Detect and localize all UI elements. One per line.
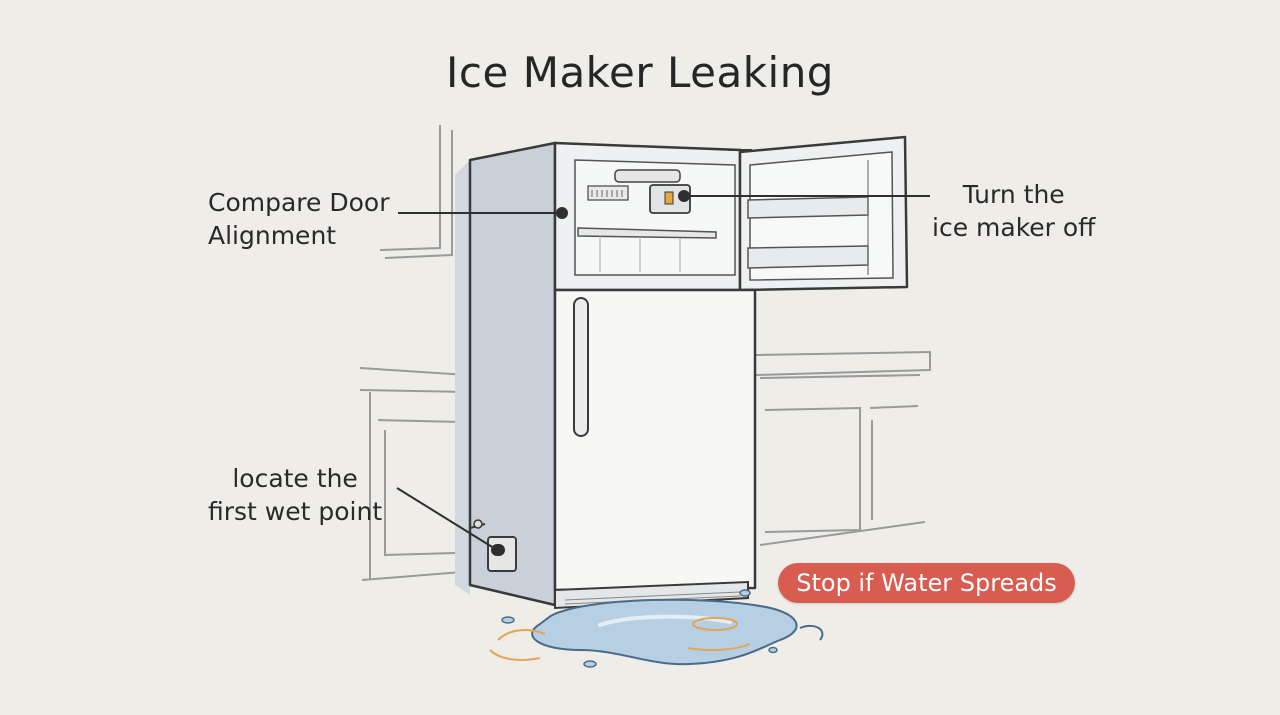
callout-leaders: [396, 195, 930, 551]
callout-wet-point: locate the first wet point: [208, 462, 382, 528]
fridge-main-door: [553, 288, 757, 592]
callout-ice-maker-off-line2: ice maker off: [932, 213, 1096, 242]
callout-wet-point-line1: locate the: [232, 464, 358, 493]
callout-door-alignment-line1: Compare Door: [208, 188, 390, 217]
freezer-shelf: [577, 227, 717, 239]
callout-door-alignment-line2: Alignment: [208, 221, 337, 250]
fridge-base-grille: [554, 580, 749, 610]
callout-dot-ice-maker: [678, 190, 690, 202]
callout-ice-maker-off-line1: Turn the: [962, 180, 1065, 209]
callout-line-wet-point: [396, 487, 498, 551]
kitchen-cabinets-right: [755, 350, 931, 546]
water-puddle: [489, 589, 824, 668]
fridge-shadow: [455, 160, 470, 595]
page-title: Ice Maker Leaking: [446, 48, 834, 97]
callout-dot-wet-point: [491, 544, 503, 556]
callout-dot-door-alignment: [556, 207, 568, 219]
door-handle: [573, 297, 589, 437]
callout-door-alignment: Compare Door Alignment: [208, 186, 389, 252]
warning-badge: Stop if Water Spreads: [778, 563, 1075, 603]
thermostat-control: [614, 169, 681, 183]
callout-ice-maker-off: Turn the ice maker off: [932, 178, 1095, 244]
door-shelf-upper: [747, 196, 869, 219]
callout-wet-point-line2: first wet point: [208, 497, 383, 526]
door-shelf-lower: [747, 245, 869, 269]
